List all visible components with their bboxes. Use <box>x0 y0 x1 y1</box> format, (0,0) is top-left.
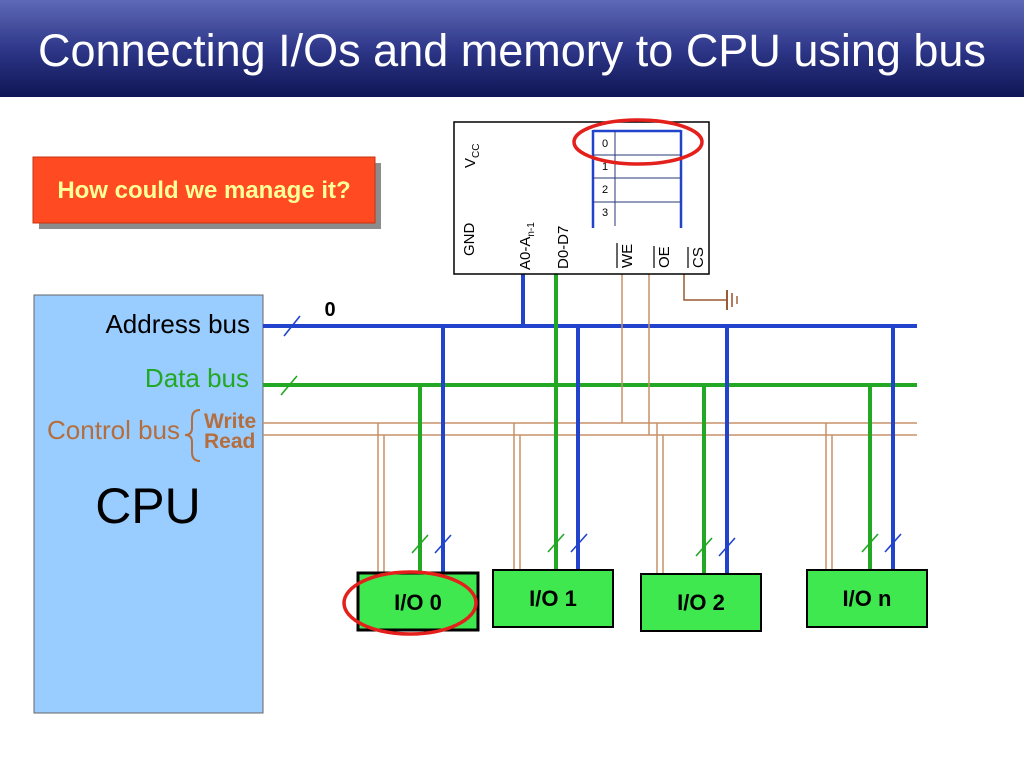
io-label: I/O n <box>843 586 892 611</box>
io-device-0: I/O 0 <box>356 571 480 632</box>
cell-address-1: 1 <box>602 161 608 173</box>
cell-address-2: 2 <box>602 184 608 196</box>
memory-chip-box <box>453 121 710 275</box>
question-box-background <box>32 156 376 224</box>
memory-cells-highlight-circle <box>572 118 704 166</box>
page-title: Connecting I/Os and memory to CPU using … <box>38 25 986 76</box>
cs-pin-label: CS <box>690 247 707 268</box>
io-device-1: I/O 1 <box>492 569 614 628</box>
cell-address-3: 3 <box>602 207 608 219</box>
io0-highlight-circle <box>342 570 478 636</box>
vcc-pin-label: VCC <box>462 144 482 168</box>
memory-cs-line <box>683 274 727 301</box>
control-bus-label: Control bus <box>47 415 180 445</box>
data-bus-slash <box>280 375 298 396</box>
gnd-pin-label: GND <box>461 223 478 257</box>
address-pins-sub: n-1 <box>526 222 537 237</box>
we-pin-label: WE <box>619 244 636 268</box>
buses: 0 <box>263 299 917 436</box>
memory-cells: 0 1 2 3 <box>591 129 683 228</box>
oe-pin-label: OE <box>656 246 673 268</box>
cell-address-0: 0 <box>602 138 608 150</box>
address-bus-label: Address bus <box>105 309 250 339</box>
ion-data-slash <box>861 533 879 553</box>
data-bus-label: Data bus <box>145 363 249 393</box>
memory-chip: VCC GND A0-An-1 D0-D7 WE OE CS 0 1 2 3 <box>453 121 710 275</box>
bus-marker: 0 <box>324 299 335 321</box>
io-device-n: I/O n <box>806 569 928 628</box>
address-pins-label: A0-An-1 <box>517 222 537 270</box>
ion-address-slash <box>884 533 902 553</box>
vcc-sub: CC <box>471 144 482 158</box>
io-label: I/O 0 <box>394 590 442 615</box>
io2-address-slash <box>718 537 736 557</box>
address-pins-base: A0-A <box>517 237 534 270</box>
data-pins-label: D0-D7 <box>555 226 572 269</box>
question-box: How could we manage it? <box>32 156 381 229</box>
io-device-2: I/O 2 <box>640 573 762 632</box>
io1-address-slash <box>570 533 588 553</box>
vcc-base: V <box>462 158 479 168</box>
io-box <box>640 573 762 632</box>
io-label: I/O 1 <box>529 586 577 611</box>
cpu-label: CPU <box>95 478 201 534</box>
title-bar-background <box>0 0 1024 97</box>
io-label: I/O 2 <box>677 590 725 615</box>
io-box <box>356 571 480 632</box>
question-text: How could we manage it? <box>57 177 350 204</box>
io0-data-slash <box>411 534 429 554</box>
io-devices: I/O 0 I/O 1 I/O 2 I/O n <box>356 569 928 632</box>
cpu: Address bus Data bus Control bus Write R… <box>33 294 264 714</box>
io-wiring <box>377 326 902 574</box>
write-label: Write <box>204 410 256 433</box>
io-box <box>806 569 928 628</box>
cpu-box <box>33 294 264 714</box>
io-box <box>492 569 614 628</box>
read-label: Read <box>204 430 255 453</box>
control-bus-brace <box>184 409 201 462</box>
title-bar: Connecting I/Os and memory to CPU using … <box>0 0 1024 97</box>
io1-data-slash <box>547 533 565 553</box>
address-bus-slash <box>283 315 301 337</box>
io2-data-slash <box>695 537 713 557</box>
io0-address-slash <box>434 534 452 554</box>
memory-wiring <box>521 274 738 435</box>
